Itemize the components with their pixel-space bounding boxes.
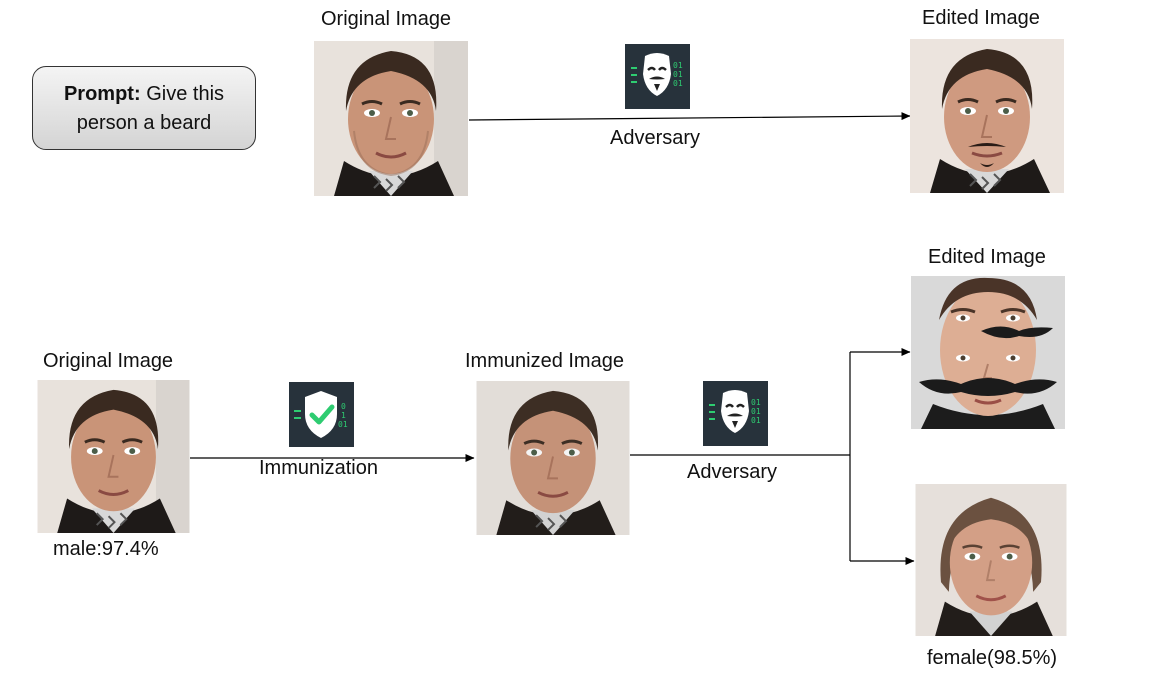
- svg-text:01: 01: [673, 61, 683, 70]
- immunization-icon: 0 1 01: [289, 382, 354, 447]
- svg-text:0: 0: [341, 402, 346, 411]
- top-edited-label: Edited Image: [922, 7, 1040, 29]
- bottom-original-label: Original Image: [43, 350, 174, 372]
- female-photo: [914, 484, 1068, 636]
- prompt-text-line1: Give this: [146, 83, 225, 105]
- bottom-edited-label: Edited Image: [928, 246, 1046, 268]
- top-adversary-icon: 01 01 01: [625, 44, 690, 109]
- bottom-original-caption: male:97.4%: [53, 538, 159, 560]
- arrow-top-adversary: [468, 112, 911, 121]
- immunized-label: Immunized Image: [465, 350, 624, 372]
- prompt-box: Prompt: Give this person a beard: [32, 66, 256, 150]
- bottom-adversary-icon: 01 01 01: [703, 381, 768, 446]
- svg-text:01: 01: [673, 79, 683, 88]
- svg-text:01: 01: [751, 398, 761, 407]
- svg-text:01: 01: [751, 407, 761, 416]
- prompt-text-line2: person a beard: [76, 112, 212, 134]
- bottom-original-photo: [37, 380, 190, 533]
- top-original-photo: [314, 41, 468, 196]
- svg-text:01: 01: [751, 416, 761, 425]
- immunization-label: Immunization: [259, 457, 378, 479]
- immunized-photo: [476, 381, 630, 535]
- prompt-bold-label: Prompt:: [63, 83, 141, 105]
- top-edited-photo: [910, 39, 1064, 193]
- svg-text:01: 01: [338, 420, 348, 429]
- top-adversary-label: Adversary: [610, 127, 701, 149]
- svg-text:1: 1: [341, 411, 346, 420]
- svg-text:01: 01: [673, 70, 683, 79]
- bottom-edited-photo: [911, 276, 1065, 429]
- top-original-label: Original Image: [321, 8, 452, 30]
- bottom-adversary-label: Adversary: [687, 461, 778, 483]
- female-caption: female(98.5%): [927, 647, 1058, 669]
